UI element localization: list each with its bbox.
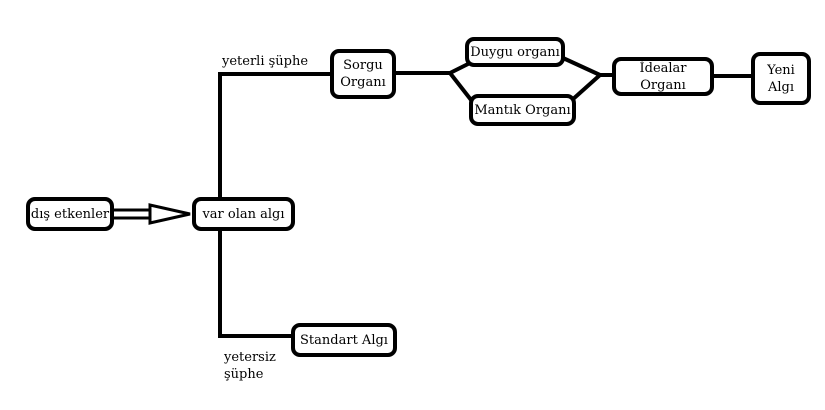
upper-branch-line	[218, 72, 331, 199]
node-sorgu-organi: Sorgu Organı	[330, 49, 396, 99]
trunk-connector	[218, 72, 331, 338]
lower-branch-line	[218, 229, 292, 338]
node-duygu-organi: Duygu organı	[465, 37, 565, 67]
node-dis-etkenler: dış etkenler	[26, 197, 114, 231]
node-mantik-organi: Mantık Organı	[469, 94, 576, 126]
edge-label-yetersiz-suphe: yetersiz şüphe	[224, 350, 276, 382]
edge-label-yeterli-suphe: yeterli şüphe	[222, 54, 309, 69]
node-yeni-algi: Yeni Algı	[751, 52, 811, 105]
node-var-olan-algi: var olan algı	[192, 197, 295, 231]
node-standart-algi: Standart Algı	[291, 323, 397, 357]
merge-connector	[562, 56, 615, 102]
node-idealar-organi: İdealar Organı	[612, 57, 714, 96]
split-connector	[395, 61, 477, 107]
double-arrow-connector	[113, 203, 191, 225]
